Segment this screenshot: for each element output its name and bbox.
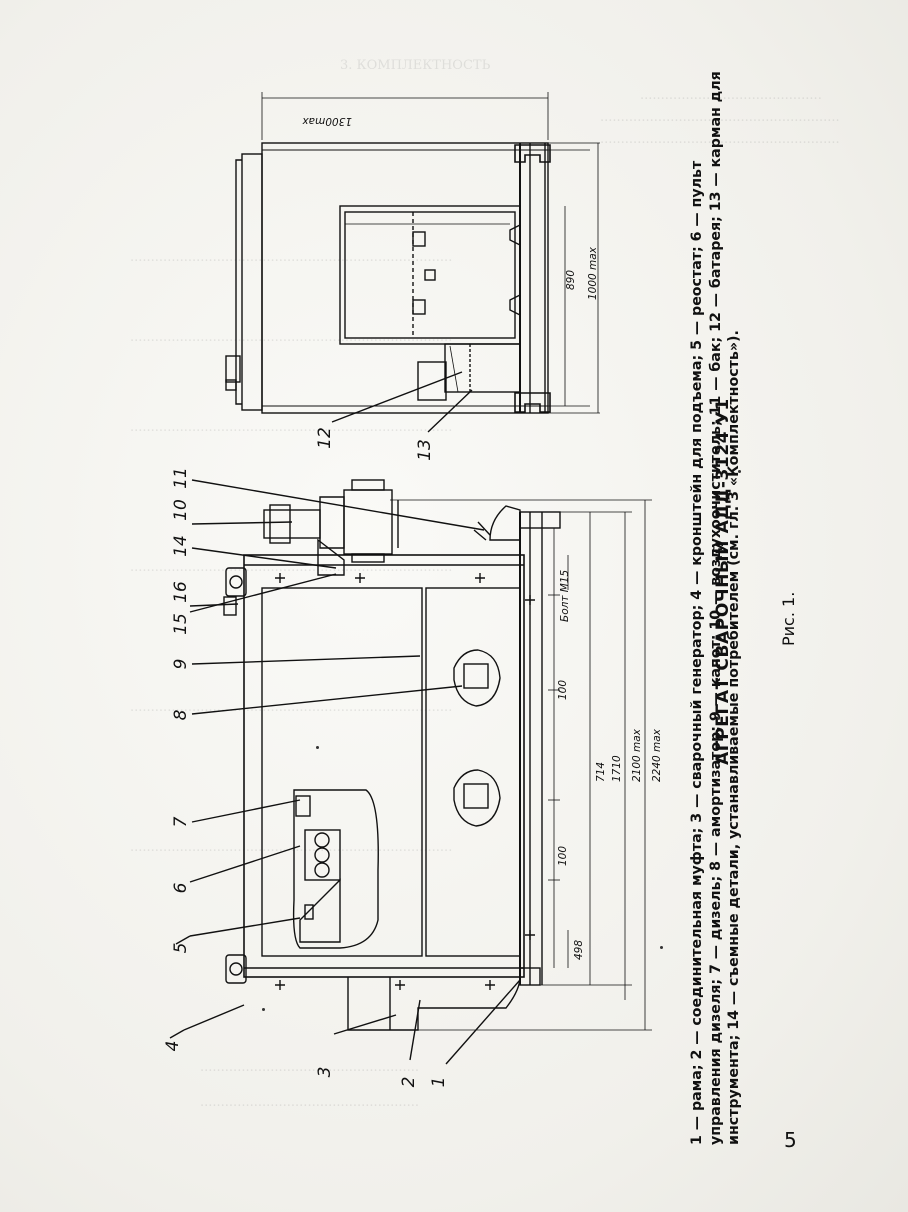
callout-12: 12: [315, 427, 335, 449]
dim-1000max: 1000 max: [587, 246, 599, 300]
callout-6: 6: [171, 882, 191, 893]
callout-10: 10: [171, 499, 191, 521]
dim-2100max: 2100 max: [631, 728, 643, 782]
callout-14: 14: [171, 535, 191, 557]
callout-16: 16: [171, 581, 191, 603]
callout-2: 2: [399, 1077, 419, 1088]
side-view: [169, 479, 652, 1065]
callout-9: 9: [171, 659, 191, 670]
dim-498: 498: [573, 940, 585, 960]
dimension-labels: 1300max 890 1000 max Болт М15 100 100 49…: [302, 115, 663, 960]
dim-1300max: 1300max: [302, 115, 352, 127]
dim-890: 890: [565, 270, 577, 290]
callout-1: 1: [429, 1077, 449, 1088]
speck: [316, 746, 319, 749]
speck: [660, 946, 663, 949]
dim-2240max: 2240 max: [651, 728, 663, 782]
figure-legend: 1 — рама; 2 — соединительная муфта; 3 — …: [689, 71, 743, 1145]
callout-8: 8: [171, 709, 191, 720]
dim-100b: 100: [557, 846, 569, 866]
speck: [262, 1008, 265, 1011]
callout-11: 11: [171, 467, 191, 489]
speck: [738, 470, 741, 473]
dim-714: 714: [595, 762, 607, 782]
callout-13: 13: [415, 439, 435, 461]
figure-caption: Рис. 1.: [779, 591, 798, 646]
dim-1710: 1710: [611, 755, 623, 782]
callout-5: 5: [171, 943, 191, 954]
callout-numbers: 4 5 6 7 8 9 15 16 14 10 11 3 2 1 12 13: [163, 427, 449, 1087]
callout-3: 3: [315, 1067, 335, 1078]
page-number: 5: [784, 1128, 797, 1152]
dim-100a: 100: [557, 680, 569, 700]
callout-15: 15: [171, 613, 191, 635]
dim-bolt: Болт М15: [559, 569, 571, 622]
callout-4: 4: [163, 1041, 183, 1052]
callout-7: 7: [171, 816, 191, 827]
top-view: [225, 92, 600, 433]
